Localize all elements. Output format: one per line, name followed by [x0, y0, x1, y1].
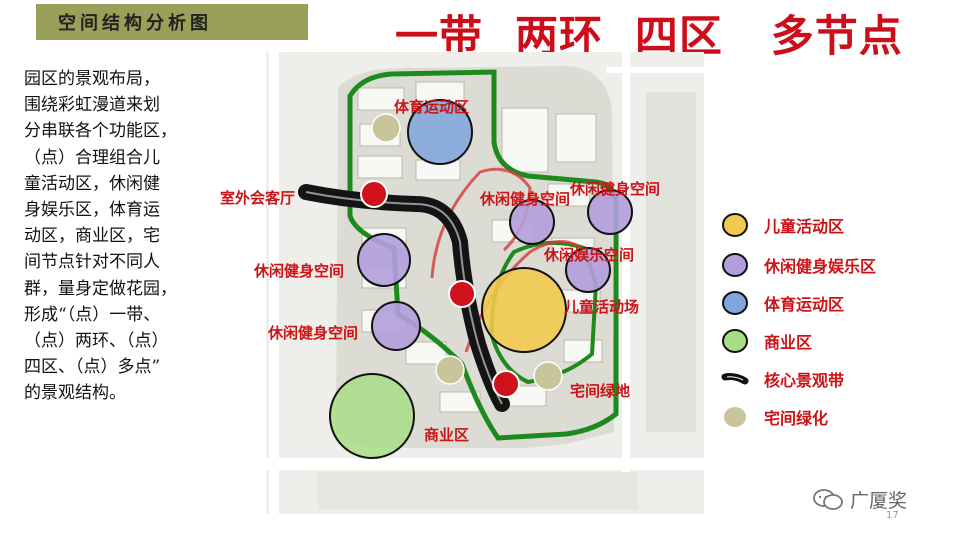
description-line: （点）合理组合儿 — [24, 147, 160, 168]
description-line: 身娱乐区，体育运 — [24, 200, 160, 221]
legend-item: 体育运动区 — [720, 288, 844, 318]
leisure-zone-circle — [357, 233, 411, 287]
leisure-zone-circle — [371, 301, 421, 351]
legend-label: 核心景观带 — [764, 371, 845, 390]
legend-item: 儿童活动区 — [720, 210, 844, 240]
description-line: 形成“（点）一带、 — [24, 304, 161, 325]
label-outdoor-lounge: 室外会客厅 — [220, 189, 296, 207]
site-plan: 体育运动区 室外会客厅 休闲健身空间 休闲健身空间 休闲娱乐空间 休闲健身空间 … — [220, 52, 704, 514]
chat-bubble-icon — [812, 488, 844, 512]
description-line: 四区、（点）多点” — [24, 357, 161, 378]
label-sports-zone: 体育运动区 — [394, 98, 470, 116]
description-text: 园区的景观布局， 围绕彩虹漫道来划 分串联各个功能区， （点）合理组合儿 童活动… — [24, 66, 220, 407]
label-leisure-fitness: 休闲健身空间 — [254, 262, 345, 280]
legend-item: 宅间绿化 — [720, 402, 828, 432]
site-plan-drawing — [266, 52, 704, 514]
description-line: 园区的景观布局， — [24, 69, 160, 89]
legend-label: 休闲健身娱乐区 — [764, 257, 877, 276]
description-line: 的景观结构。 — [24, 383, 126, 404]
purple-circle-icon — [720, 251, 750, 279]
legend-item: 休闲健身娱乐区 — [720, 250, 876, 280]
courtyard-green-circle — [371, 113, 401, 143]
watermark: 广厦奖 — [812, 486, 907, 513]
label-commercial-zone: 商业区 — [424, 426, 470, 444]
commercial-zone-circle — [329, 373, 415, 459]
headline: 一带 两环 四区 多节点 — [395, 12, 903, 62]
label-leisure-fitness: 休闲健身空间 — [480, 190, 571, 208]
green-circle-icon — [720, 327, 750, 355]
node-marker — [448, 280, 476, 308]
leisure-zone-circle — [509, 199, 555, 245]
label-leisure-fitness: 休闲健身空间 — [268, 324, 359, 342]
description-line: 间节点针对不同人 — [24, 252, 160, 273]
black-band-icon — [720, 365, 750, 393]
description-line: 童活动区，休闲健 — [24, 173, 160, 194]
legend-label: 宅间绿化 — [764, 409, 829, 428]
watermark-text: 广厦奖 — [850, 490, 908, 512]
sports-zone-circle — [407, 99, 473, 165]
label-courtyard-green: 宅间绿地 — [570, 382, 631, 400]
legend-label: 商业区 — [764, 333, 813, 352]
yellow-circle-icon — [720, 211, 750, 239]
kids-zone-circle — [481, 267, 567, 353]
legend-item: 商业区 — [720, 326, 812, 356]
description-line: 围绕彩虹漫道来划 — [24, 95, 160, 116]
description-line: 群，量身定做花园， — [24, 278, 177, 299]
legend-label: 儿童活动区 — [764, 217, 845, 236]
leisure-zone-circle — [587, 189, 633, 235]
label-leisure-fitness: 休闲健身空间 — [570, 180, 661, 198]
legend-label: 体育运动区 — [764, 295, 845, 314]
leisure-zone-circle — [565, 247, 611, 293]
description-line: （点）两环、（点） — [24, 331, 169, 352]
courtyard-green-circle — [533, 361, 563, 391]
node-marker — [492, 370, 520, 398]
section-title-bar: 空间结构分析图 — [36, 4, 308, 40]
page-number: 17 — [886, 510, 899, 521]
label-leisure-entertainment: 休闲娱乐空间 — [544, 246, 635, 264]
beige-circle-icon — [720, 403, 750, 431]
description-line: 动区，商业区，宅 — [24, 226, 160, 247]
description-line: 分串联各个功能区， — [24, 121, 177, 142]
courtyard-green-circle — [435, 355, 465, 385]
label-kids-playground: 儿童活动场 — [564, 298, 640, 316]
section-title: 空间结构分析图 — [58, 13, 212, 34]
legend-item: 核心景观带 — [720, 364, 844, 394]
blue-circle-icon — [720, 289, 750, 317]
node-marker — [360, 180, 388, 208]
